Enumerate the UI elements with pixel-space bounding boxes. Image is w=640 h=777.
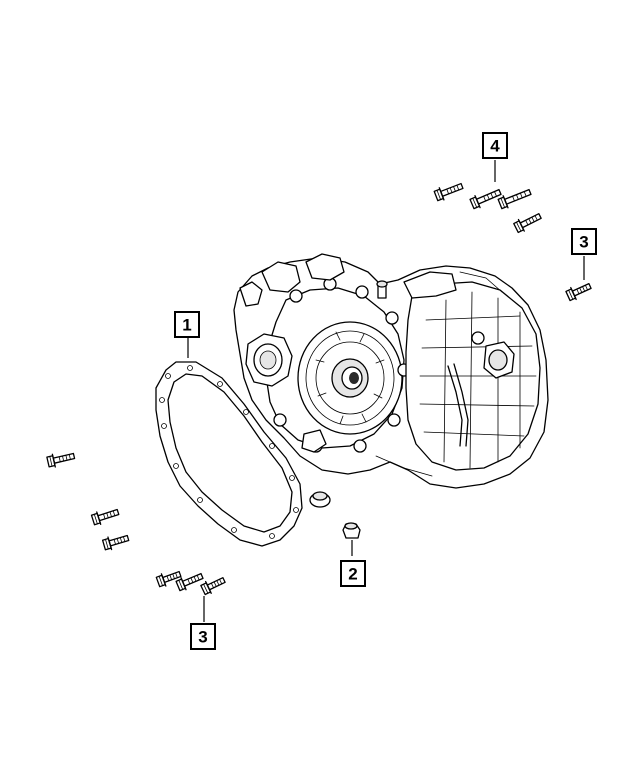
transmission-assembly <box>233 253 549 489</box>
callout-2-label: 2 <box>348 565 357 584</box>
callout-3-lower-label: 3 <box>198 628 207 647</box>
callout-4-label: 4 <box>490 137 500 156</box>
bolt <box>46 452 76 468</box>
stud-bolt <box>469 188 502 210</box>
bolt <box>101 534 130 551</box>
stud-bolt <box>433 182 464 202</box>
callout-2: 2 <box>340 560 366 587</box>
gasket <box>155 361 303 547</box>
callout-3-upper-label: 3 <box>579 233 588 252</box>
bolt <box>200 577 226 596</box>
bolt <box>565 282 592 302</box>
plug <box>342 522 361 539</box>
bolt <box>497 188 532 210</box>
callout-3-lower: 3 <box>190 623 216 650</box>
bolt <box>90 508 120 526</box>
leader-lines <box>187 160 585 622</box>
bolt <box>513 213 542 234</box>
bolt <box>155 570 182 588</box>
callout-1: 1 <box>174 311 200 338</box>
callout-4: 4 <box>482 132 508 159</box>
bolt <box>175 572 204 592</box>
callout-1-label: 1 <box>182 316 191 335</box>
callout-3-upper: 3 <box>571 228 597 255</box>
plug-upper <box>309 491 331 508</box>
bolts-group <box>46 182 592 596</box>
